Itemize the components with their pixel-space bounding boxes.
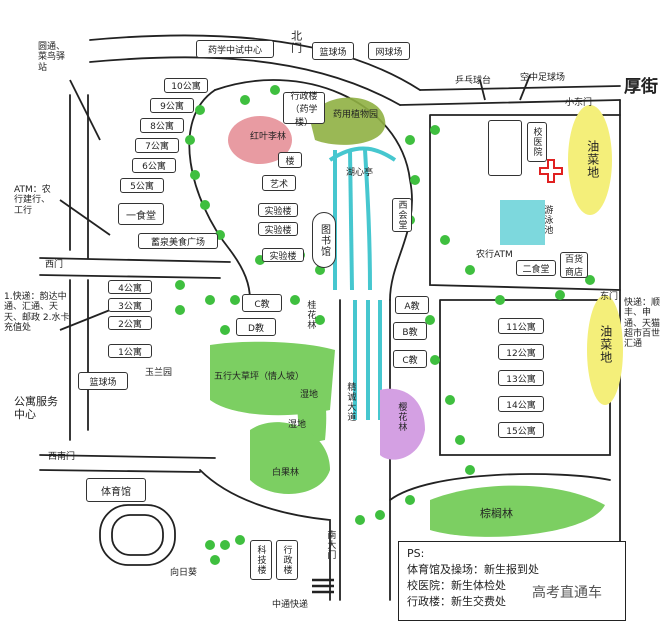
hospital-cross-icon — [539, 159, 563, 183]
ps-line-3: 行政楼：新生交费处 — [407, 595, 506, 608]
note-east: 快递：顺丰、申通、天猫超市百世汇通 — [624, 298, 661, 350]
atm-east-label: 农行ATM — [476, 250, 513, 260]
canteen-1[interactable]: 一食堂 — [118, 203, 164, 225]
watermark: 高考直通车 — [532, 585, 602, 601]
small-east-gate-label: 小东门 — [565, 98, 593, 108]
dorm-4[interactable]: 4公寓 — [108, 280, 152, 294]
medicinal-garden-zone — [310, 97, 386, 145]
palm-forest-label: 棕榈林 — [480, 507, 513, 520]
ps-head: PS: — [407, 547, 425, 560]
tennis-court[interactable]: 网球场 — [368, 42, 410, 60]
west-gate-label: 西门 — [45, 260, 64, 270]
wuxing-lawn-label: 五行大草坪（情人坡） — [214, 372, 305, 382]
basketball-court-left[interactable]: 篮球场 — [78, 372, 128, 390]
dorm-9[interactable]: 9公寓 — [150, 98, 194, 113]
art-building[interactable]: 艺术 — [262, 175, 296, 191]
note-top-left: 圆通、菜鸟驿站 — [38, 42, 66, 73]
dorm-11[interactable]: 11公寓 — [498, 318, 544, 334]
sunflower-label: 向日葵 — [170, 568, 198, 578]
teaching-d[interactable]: D教 — [236, 318, 276, 336]
palm-zone — [430, 485, 605, 537]
red-leaf-plum-label: 红叶李林 — [250, 132, 287, 142]
volleyball-label: 空中足球场 — [520, 73, 566, 83]
rape-field-top-zone — [568, 105, 612, 215]
south-gate-label: 南大门 — [325, 530, 336, 560]
white-fruit-label: 白果林 — [272, 468, 300, 478]
dorm-5[interactable]: 5公寓 — [120, 178, 164, 193]
note-atm-left: ATM：农行建行、工行 — [14, 185, 51, 216]
teaching-c2[interactable]: C教 — [393, 350, 427, 368]
osmanthus-label: 桂花林 — [305, 300, 316, 330]
dorm-1[interactable]: 1公寓 — [108, 344, 152, 358]
food-court[interactable]: 蓄泉美食广场 — [138, 233, 218, 249]
wetland-2-label: 湿地 — [288, 420, 307, 430]
dorm-7[interactable]: 7公寓 — [135, 138, 179, 153]
teaching-a[interactable]: A教 — [395, 296, 429, 314]
ps-line-1: 体育馆及操场：新生报到处 — [407, 563, 539, 576]
supermarket[interactable]: 百货商店 — [560, 252, 588, 278]
area-title: 厚街 — [624, 77, 658, 97]
roads — [39, 34, 621, 601]
pharmacy-center[interactable]: 药学中试中心 — [196, 40, 274, 58]
teaching-b[interactable]: B教 — [393, 322, 427, 340]
assembly-hall[interactable]: 西会堂 — [392, 198, 412, 232]
compass-icon — [312, 578, 334, 594]
red-leaf-plum-zone — [228, 116, 292, 164]
medicinal-garden-label: 药用植物园 — [333, 110, 379, 120]
gym[interactable]: 体育馆 — [86, 478, 146, 502]
trees — [175, 85, 595, 565]
rape-field-top-label: 油菜地 — [585, 140, 600, 179]
admin-building[interactable]: 行政楼 — [276, 540, 298, 580]
lab-building-1[interactable]: 实验楼 — [258, 203, 298, 217]
lab-building-2[interactable]: 实验楼 — [258, 222, 298, 236]
admin-pharmacy-building[interactable]: 行政楼（药学楼） — [283, 92, 325, 128]
ps-box: PS: 体育馆及操场：新生报到处 校医院：新生体检处 行政楼：新生交费处 — [398, 541, 626, 621]
ps-line-2: 校医院：新生体检处 — [407, 579, 506, 592]
cherry-zone — [380, 388, 425, 460]
white-fruit-zone — [250, 422, 330, 494]
hospital[interactable]: 校医院 — [527, 122, 547, 162]
dorm-14[interactable]: 14公寓 — [498, 396, 544, 412]
note-west: 1.快递：韵达中通、汇通、天天、邮政 2.水卡充值处 — [4, 292, 70, 334]
wetland-1-label: 湿地 — [300, 390, 319, 400]
expressway-label: 中通快递 — [272, 600, 309, 610]
arrows — [59, 74, 531, 331]
east-gate-label: 东门 — [600, 292, 619, 302]
north-gate-label: 北门 — [289, 30, 303, 54]
swimming-pool-zone — [500, 200, 545, 245]
pingpong-label: 乒乓球台 — [455, 76, 492, 86]
dorm-15[interactable]: 15公寓 — [498, 422, 544, 438]
dorm-3[interactable]: 3公寓 — [108, 298, 152, 312]
note-dorm-service: 公寓服务中心 — [14, 395, 58, 421]
library[interactable]: 图书馆 — [312, 212, 336, 268]
teaching-c[interactable]: C教 — [242, 294, 282, 312]
dorm-8[interactable]: 8公寓 — [140, 118, 184, 133]
dorm-13[interactable]: 13公寓 — [498, 370, 544, 386]
lab-building-3[interactable]: 实验楼 — [262, 248, 304, 262]
swimming-pool-label: 游泳池 — [542, 205, 553, 235]
lake-pavilion-label: 湖心亭 — [346, 168, 374, 178]
sports-field[interactable] — [488, 120, 522, 176]
basketball-court-top[interactable]: 篮球场 — [312, 42, 354, 60]
rape-field-bottom-zone — [587, 295, 623, 405]
dorm-6[interactable]: 6公寓 — [132, 158, 176, 173]
dorm-12[interactable]: 12公寓 — [498, 344, 544, 360]
canteen-2[interactable]: 二食堂 — [516, 260, 556, 276]
yulan-garden-label: 玉兰园 — [145, 368, 173, 378]
science-building[interactable]: 科技楼 — [250, 540, 272, 580]
rape-field-bottom-label: 油菜地 — [598, 325, 613, 364]
dorm-10[interactable]: 10公寓 — [164, 78, 208, 93]
cherry-forest-label: 樱花林 — [396, 402, 407, 432]
jingcheng-avenue-label: 精诚大道 — [345, 382, 356, 422]
dorm-2[interactable]: 2公寓 — [108, 316, 152, 330]
building-mid[interactable]: 楼 — [278, 152, 302, 168]
south-west-gate-label: 西南门 — [48, 452, 76, 462]
